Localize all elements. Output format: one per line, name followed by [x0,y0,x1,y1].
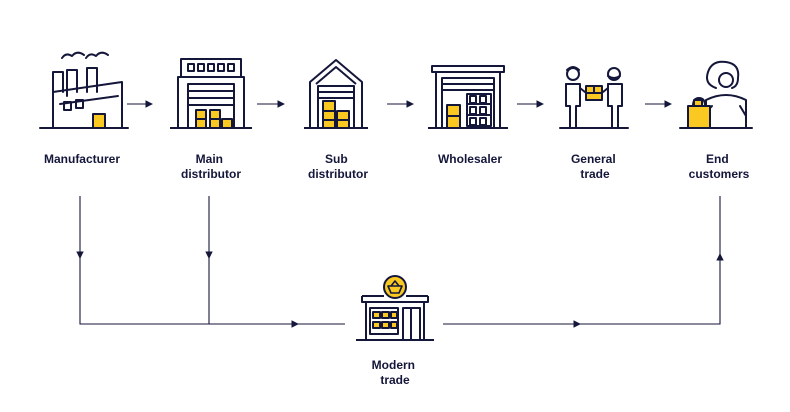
connectors [76,100,724,328]
node-labels: Manufacturer Main distributor Sub distri… [44,152,750,387]
label-general-trade: General trade [571,152,619,181]
label-sub-distributor: Sub distributor [308,152,368,181]
people-exchange-box-icon [559,66,629,129]
warehouse-shelves-icon [428,65,508,129]
label-end-customers: End customers [689,152,750,181]
label-modern-trade: Modern trade [372,358,419,387]
factory-icon [39,51,129,129]
label-wholesaler: Wholesaler [438,152,502,166]
label-manufacturer: Manufacturer [44,152,120,166]
distribution-warehouse-icon [170,58,252,129]
shopper-with-bags-icon [679,60,753,129]
edge-modern-trade-right-tail [578,256,721,325]
supermarket-store-icon [356,275,434,341]
edge-manufacturer-down-lower [79,256,210,325]
storage-barn-icon [304,59,368,129]
label-main-distributor: Main distributor [181,152,241,181]
